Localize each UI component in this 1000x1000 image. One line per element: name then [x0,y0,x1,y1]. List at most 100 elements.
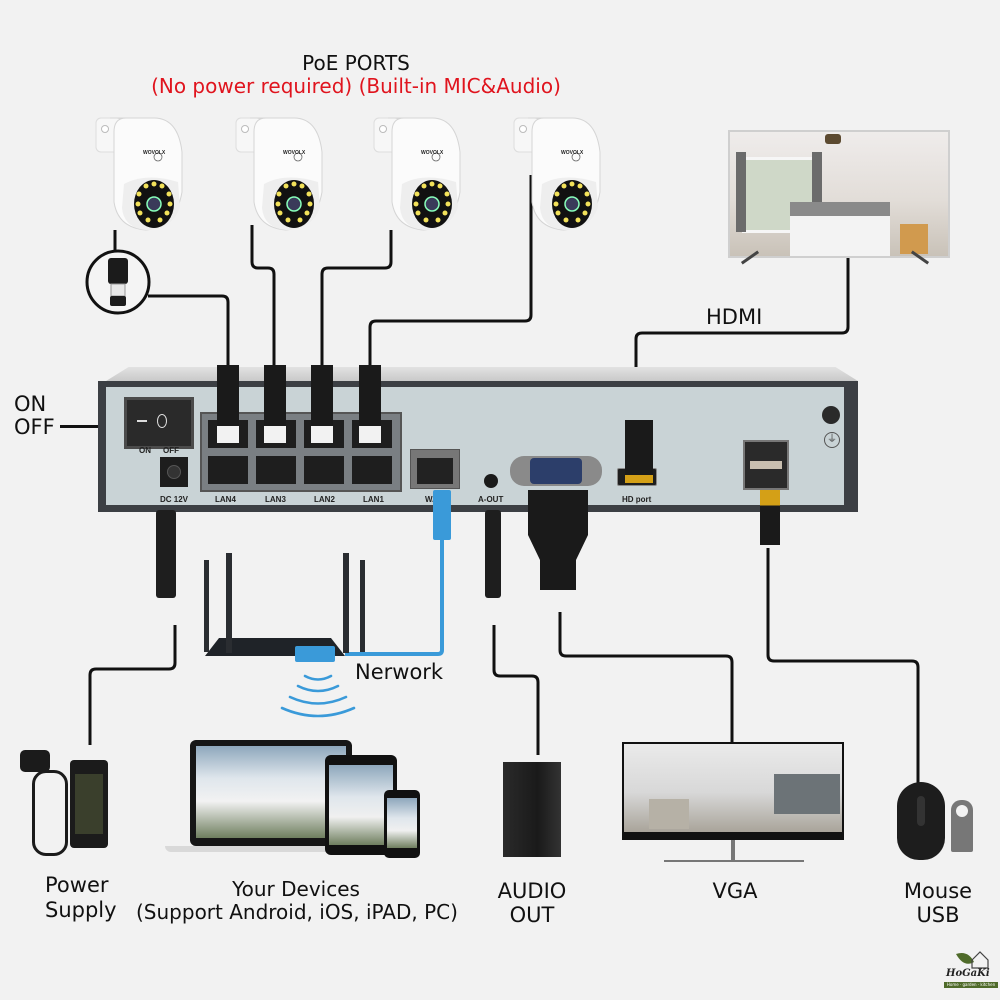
switch-pointer-line [60,425,124,428]
usb-port-divider [750,461,782,469]
power-cord [32,770,68,856]
on-label: ON [14,392,47,416]
rj45-magnifier [85,249,151,315]
lan-port-3[interactable] [256,456,296,484]
camera-2-brand: WOVOLX [283,150,306,156]
devices-label-line2: (Support Android, iOS, iPAD, PC) [136,900,458,924]
lan3-label: LAN3 [265,495,286,504]
dc-jack-hole [167,465,181,479]
power-plug-eu [20,750,50,772]
monitor-chair [649,799,689,829]
lan-port-1[interactable] [352,456,392,484]
power-adapter-label [75,774,103,834]
power-label-line1: Power [45,873,109,897]
power-cable [88,625,177,745]
laptop-screen [196,746,346,838]
lan1-label: LAN1 [363,495,384,504]
wan-port[interactable] [410,449,460,489]
audio-plug [485,510,501,598]
monitor-neck [731,840,735,860]
ground-icon: ⏚ [824,432,840,448]
camera-1-to-port-cable [148,294,230,365]
audio-label-line1: AUDIO [497,879,567,903]
tv-monitor [728,130,950,258]
vga-cable [558,612,734,742]
camera-2-cable [250,225,276,365]
network-cable [345,540,444,656]
phone [384,790,420,858]
network-label: Nerwork [355,660,444,684]
router-antenna-2 [226,553,232,653]
router-antenna-1 [204,560,209,652]
lan-port-2[interactable] [304,456,344,484]
mouse-label-line1: Mouse [903,879,973,903]
usb-label-line2: USB [916,903,960,927]
switch-on-caption: ON [139,446,151,455]
rj45-plug-3 [311,365,333,443]
hdmi-plug [625,420,653,483]
wan-port-hole [417,458,453,484]
monitor-base [664,860,804,862]
usb-drive-ring [956,805,968,817]
network-plug [433,490,451,540]
hogaki-logo: HoGaKi Home · garden · kitchen [942,948,998,992]
switch-on-mark [137,420,147,422]
camera-1-brand: WOVOLX [143,150,166,156]
wifi-signal-icon [280,674,356,718]
camera-4-cable [368,175,533,365]
lan-port-4[interactable] [208,456,248,484]
usb-plug [760,490,780,545]
vga-label: VGA [712,879,758,903]
poe-ports-title: PoE PORTS [302,51,410,75]
leaf-house-icon [956,951,989,969]
tv-nightstand [900,224,928,254]
camera-4-brand: WOVOLX [561,150,584,156]
switch-off-caption: OFF [163,446,179,455]
rj45-plug-4 [359,365,381,443]
audio-out-label: A-OUT [478,495,504,504]
hd-port-label: HD port [622,495,652,504]
dc-power-jack[interactable] [160,457,188,487]
power-adapter [70,760,108,848]
camera-4 [513,117,601,231]
lan4-label: LAN4 [215,495,236,504]
tv-lamp [825,134,841,144]
hdmi-label: HDMI [706,305,763,329]
power-plug [156,510,176,598]
mouse-wheel [917,796,925,826]
rj45-plug-1 [217,365,239,443]
tv-curtain-left [736,152,746,232]
vga-port[interactable] [510,456,602,486]
rj45-plug-2 [264,365,286,443]
camera-2 [235,117,323,231]
dc-label: DC 12V [160,495,189,504]
power-switch[interactable] [124,397,194,449]
camera-3-cable [320,230,393,365]
camera-3 [373,117,461,231]
logo-name: HoGaKi [946,968,990,979]
switch-off-mark [157,414,167,428]
phone-screen [387,798,417,848]
camera-3-brand: WOVOLX [421,150,444,156]
router-network-plug [295,646,335,662]
logo-tagline: Home · garden · kitchen [944,982,998,988]
vga-monitor-screen [624,744,842,832]
usb-flash-drive [951,800,973,852]
speaker [503,762,561,857]
audio-out-jack[interactable] [484,474,498,488]
off-label: OFF [14,415,55,439]
nvr-top-edge [106,367,858,381]
camera-1 [95,117,183,231]
vga-monitor [622,742,844,840]
tv-bed [790,202,890,256]
usb-ports[interactable] [743,440,789,490]
audio-cable [492,625,540,755]
hdmi-cable [634,252,850,370]
usb-cable [766,548,920,785]
router-antenna-4 [360,560,365,652]
audio-label-line2: OUT [509,903,555,927]
poe-ports-subtitle: (No power required) (Built-in MIC&Audio) [151,74,561,98]
reset-button[interactable] [822,406,840,424]
lan2-label: LAN2 [314,495,335,504]
